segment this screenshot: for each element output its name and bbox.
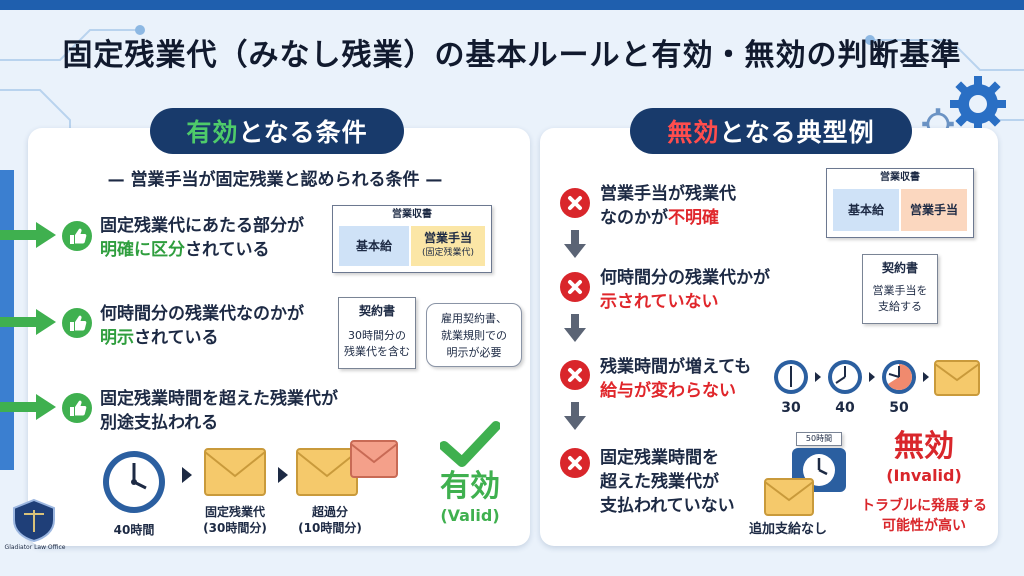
no-extra-pay-label: 追加支給なし — [748, 522, 827, 537]
invalid-header-text: となる典型例 — [719, 118, 875, 147]
envelope-icon-no-pay — [764, 478, 814, 516]
clock-value-30: 30 — [781, 400, 801, 416]
arrow-down-icon — [564, 314, 586, 342]
clock-value-40: 40 — [835, 400, 855, 416]
envelope-fixed-label: 固定残業代(30時間分) — [203, 505, 267, 535]
invalid-header: 無効となる典型例 — [630, 108, 912, 154]
law-office-logo — [13, 498, 55, 542]
invalid-example-4: 固定残業時間を 超えた残業代が 支払われていない — [600, 448, 735, 516]
chevron-right-icon — [815, 372, 821, 382]
thumbs-up-icon — [62, 393, 92, 423]
clock-label: 40時間 — [113, 523, 155, 537]
invalid-example-2: 何時間分の残業代かが 示されていない — [600, 268, 770, 312]
invalid-example-3: 残業時間が増えても 給与が変わらない — [600, 357, 752, 401]
check-mark-icon — [440, 421, 500, 467]
cross-icon — [560, 448, 590, 478]
contract-document-invalid: 契約書 営業手当を 支給する — [862, 254, 938, 324]
green-arrow-icon — [0, 394, 56, 420]
invalid-example-1: 営業手当が残業代 なのかが不明確 — [600, 184, 736, 228]
pay-slip-table-invalid: 営業収書 基本給 営業手当 — [826, 168, 974, 238]
valid-header: 有効となる条件 — [150, 108, 404, 154]
chevron-right-icon — [182, 467, 192, 483]
chevron-right-icon — [869, 372, 875, 382]
invalid-label-en: (Invalid) — [886, 466, 962, 485]
valid-label: 有効 — [440, 469, 500, 504]
clock-icon-40 — [828, 360, 862, 394]
thumbs-up-icon — [62, 221, 92, 251]
contract-document: 契約書 30時間分の 残業代を含む — [338, 297, 416, 369]
valid-header-text: となる条件 — [238, 118, 368, 147]
clock-icon-50 — [882, 360, 916, 394]
clock-icon — [103, 451, 165, 513]
valid-condition-2: 何時間分の残業代なのかが 明示されている — [100, 304, 304, 348]
page-title: 固定残業代（みなし残業）の基本ルールと有効・無効の判断基準 — [62, 38, 962, 73]
cross-icon — [560, 188, 590, 218]
notice-bubble: 雇用契約書、 就業規則での 明示が必要 — [426, 303, 522, 367]
valid-label-en: (Valid) — [440, 506, 500, 525]
arrow-down-icon — [564, 402, 586, 430]
basic-salary-cell: 基本給 — [339, 226, 409, 266]
sales-allowance-cell: 営業手当 — [901, 189, 967, 231]
cross-icon — [560, 360, 590, 390]
envelope-icon-base — [296, 448, 358, 496]
envelope-overtime-label: 超過分(10時間分) — [298, 505, 362, 535]
chevron-right-icon — [278, 467, 288, 483]
thumbs-up-icon — [62, 308, 92, 338]
valid-condition-1: 固定残業代にあたる部分が 明確に区分されている — [100, 216, 304, 260]
invalid-label: 無効 — [894, 429, 954, 464]
valid-condition-3: 固定残業時間を超えた残業代が 別途支払われる — [100, 389, 338, 433]
green-arrow-icon — [0, 309, 56, 335]
basic-salary-cell: 基本給 — [833, 189, 899, 231]
envelope-icon-overtime — [350, 440, 398, 478]
logo-text: Gladiator Law Office — [4, 544, 66, 551]
sales-allowance-cell: 営業手当 (固定残業代) — [411, 226, 485, 266]
pay-slip-table: 営業収書 基本給 営業手当 (固定残業代) — [332, 205, 492, 273]
cross-icon — [560, 272, 590, 302]
valid-subheading: — 営業手当が固定残業と認められる条件 — — [107, 170, 443, 190]
trouble-warning: トラブルに発展する 可能性が高い — [861, 498, 987, 534]
top-bar — [0, 0, 1024, 10]
envelope-icon — [934, 360, 980, 396]
arrow-down-icon — [564, 230, 586, 258]
chevron-right-icon — [923, 372, 929, 382]
green-arrow-icon — [0, 222, 56, 248]
clock-icon-30 — [774, 360, 808, 394]
envelope-icon-fixed — [204, 448, 266, 496]
valid-header-highlight: 有効 — [186, 118, 239, 147]
timer-label: 50時間 — [796, 432, 842, 446]
gear-icon-large — [950, 76, 1006, 132]
clock-value-50: 50 — [889, 400, 909, 416]
invalid-header-highlight: 無効 — [667, 118, 720, 147]
